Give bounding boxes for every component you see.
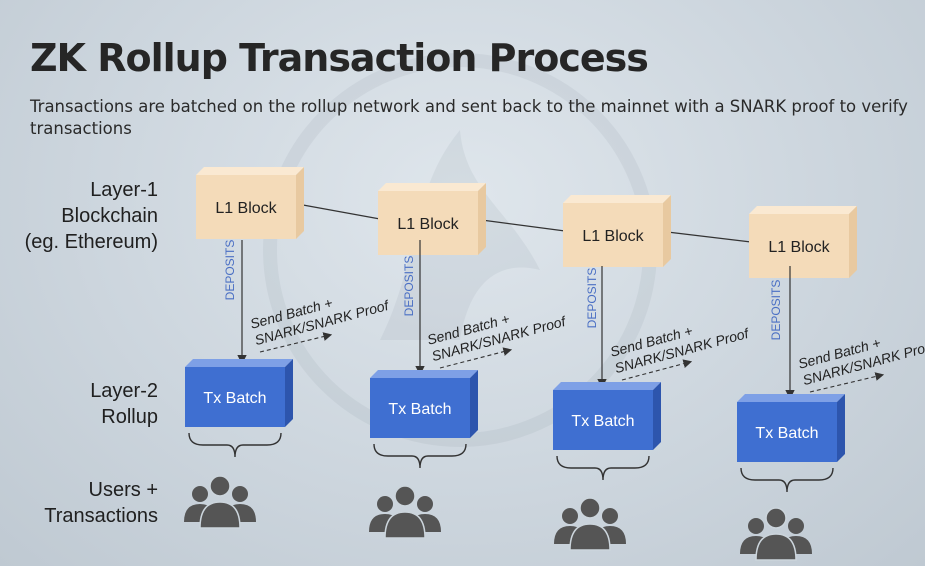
tx-batch: [370, 370, 478, 438]
user-head: [562, 508, 578, 524]
l1-block: [378, 183, 486, 255]
layer1-label-line: Blockchain: [61, 205, 158, 227]
l1-block-label: L1 Block: [215, 200, 277, 217]
tx-batch-front: [370, 378, 470, 438]
l1-block-label: L1 Block: [582, 228, 644, 245]
user-head: [192, 486, 208, 502]
user-head: [788, 518, 804, 534]
layer1-label-line: (eg. Ethereum): [24, 231, 158, 253]
batch-brace: [556, 455, 650, 481]
user-head: [209, 475, 231, 497]
l1-block-side: [849, 206, 857, 278]
deposits-label: DEPOSITS: [223, 240, 237, 301]
batch-brace: [188, 432, 282, 458]
l1-block-label: L1 Block: [397, 216, 459, 233]
user-body: [384, 511, 426, 539]
l1-block-top: [378, 183, 486, 191]
l1-block-side: [478, 183, 486, 255]
chain-link-line: [473, 218, 566, 232]
tx-batch: [185, 359, 293, 427]
l1-block: [749, 206, 857, 278]
user-head: [232, 486, 248, 502]
l1-block-label: L1 Block: [768, 239, 830, 256]
tx-batch-top: [185, 359, 293, 367]
user-head: [417, 496, 433, 512]
tx-batch-front: [737, 402, 837, 462]
user-body: [755, 533, 797, 561]
send-batch-arrow: [621, 359, 693, 381]
tx-batch-top: [737, 394, 845, 402]
user-body: [569, 523, 611, 551]
batch-brace: [740, 467, 834, 493]
l1-block-top: [749, 206, 857, 214]
page-subtitle: Transactions are batched on the rollup n…: [30, 97, 908, 138]
user-body: [199, 501, 241, 529]
users-icon: [554, 497, 626, 551]
send-batch-arrow: [439, 347, 513, 369]
l1-block-top: [196, 167, 304, 175]
layer1-label-line: Layer-1: [90, 179, 158, 201]
tx-batch-side: [837, 394, 845, 462]
tx-batch-front: [185, 367, 285, 427]
l1-block-front: [196, 175, 296, 239]
l1-block-side: [663, 195, 671, 267]
deposits-label: DEPOSITS: [402, 256, 416, 317]
batch-brace: [373, 443, 467, 469]
layer1-label: Layer-1 Blockchain (eg. Ethereum): [25, 177, 158, 255]
send-batch-label: Send Batch +SNARK/SNARK Proof: [608, 308, 752, 376]
deposits-label: DEPOSITS: [585, 268, 599, 329]
page-title: ZK Rollup Transaction Process: [30, 36, 649, 80]
chain-links: [291, 202, 752, 243]
send-batch-arrow: [259, 332, 333, 353]
chain-link-line: [291, 202, 381, 220]
users-label: Users + Transactions: [44, 477, 158, 529]
user-head: [765, 507, 787, 529]
layer2-label: Layer-2 Rollup: [90, 378, 158, 430]
l1-block-side: [296, 167, 304, 239]
tx-batch-label: Tx Batch: [203, 390, 266, 407]
l1-block: [563, 195, 671, 267]
tx-batch-label: Tx Batch: [755, 425, 818, 442]
users-label-line: Users +: [88, 479, 158, 501]
layer2-label-line: Rollup: [101, 406, 158, 428]
send-batch-label: Send Batch +SNARK/SNARK Proof: [425, 296, 569, 364]
users-icon: [740, 507, 812, 561]
tx-batch-front: [553, 390, 653, 450]
tx-batch-side: [470, 370, 478, 438]
chain-link-line: [658, 230, 752, 243]
l1-block-top: [563, 195, 671, 203]
user-head: [394, 485, 416, 507]
user-head: [579, 497, 601, 519]
user-head: [602, 508, 618, 524]
user-head: [748, 518, 764, 534]
send-batch-label: Send Batch +SNARK/SNARK Proof: [248, 280, 392, 348]
users-label-line: Transactions: [44, 505, 158, 527]
send-batch-arrow: [809, 372, 885, 393]
send-batch-label: Send Batch +SNARK/SNARK Proof: [796, 320, 925, 388]
user-head: [377, 496, 393, 512]
tx-batch-top: [553, 382, 661, 390]
tx-batch-top: [370, 370, 478, 378]
users-icon: [369, 485, 441, 539]
l1-block-front: [749, 214, 849, 278]
tx-batch: [737, 394, 845, 462]
l1-block: [196, 167, 304, 239]
tx-batch-side: [653, 382, 661, 450]
layer2-label-line: Layer-2: [90, 380, 158, 402]
l1-block-front: [378, 191, 478, 255]
tx-batch-side: [285, 359, 293, 427]
users-icon: [184, 475, 256, 529]
tx-batch: [553, 382, 661, 450]
l1-block-front: [563, 203, 663, 267]
tx-batch-label: Tx Batch: [571, 413, 634, 430]
deposits-label: DEPOSITS: [769, 280, 783, 341]
tx-batch-label: Tx Batch: [388, 401, 451, 418]
